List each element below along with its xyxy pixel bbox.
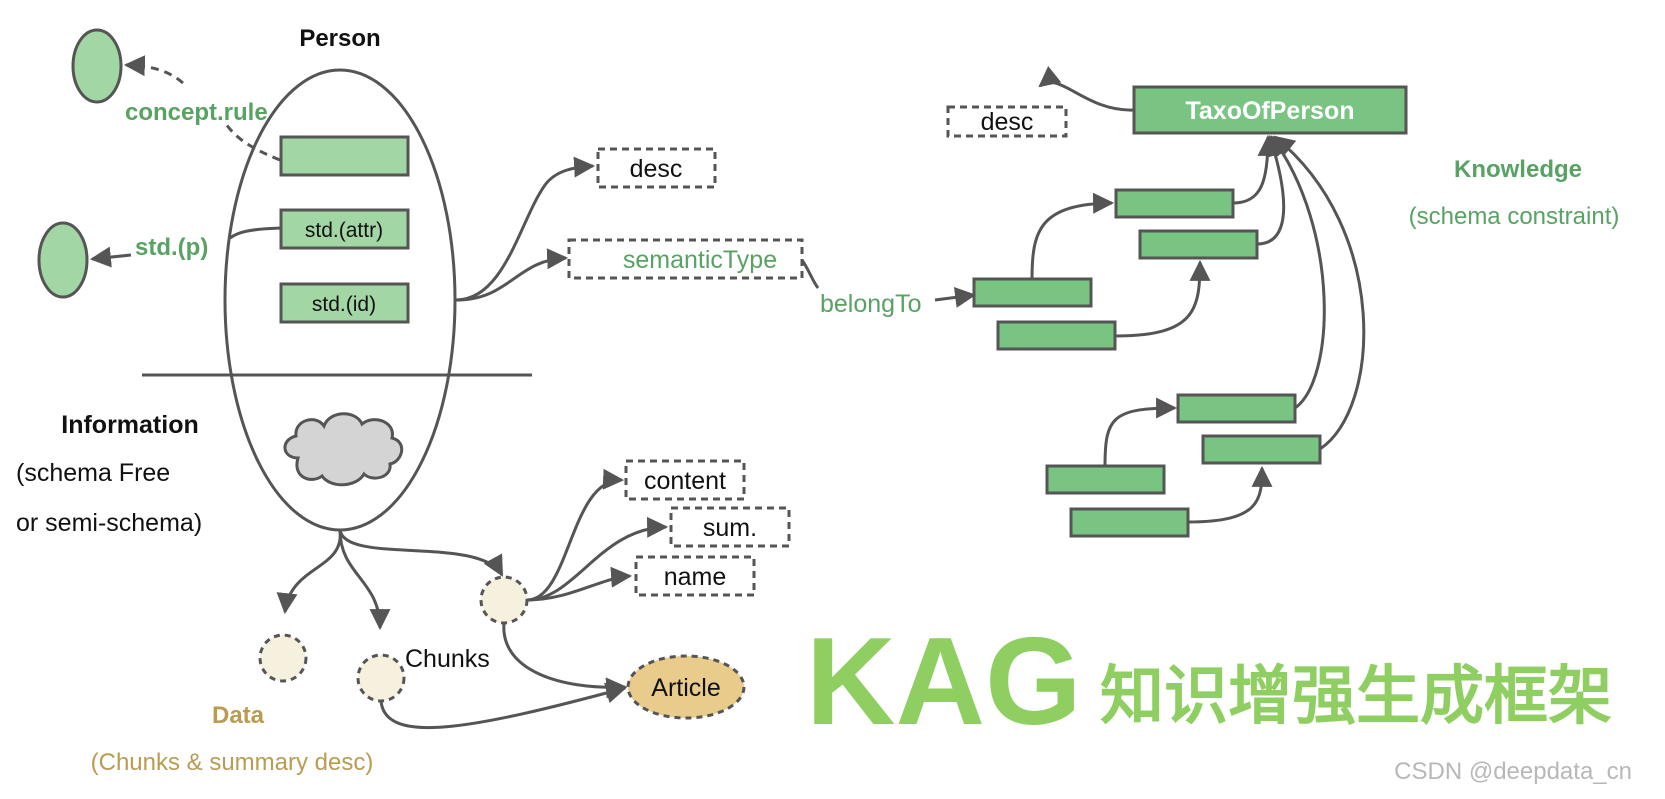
data-node-chunks bbox=[356, 653, 406, 703]
article-arrow-top bbox=[502, 622, 628, 699]
std-p-node bbox=[37, 221, 89, 299]
knowledge-subtitle: (schema constraint) bbox=[1409, 203, 1620, 230]
data-title: Data bbox=[212, 702, 265, 729]
taxo-node-e bbox=[1176, 393, 1297, 424]
edge-e-taxo bbox=[1270, 135, 1326, 410]
watermark: CSDN @deepdata_cn bbox=[1394, 758, 1632, 785]
edge-f-taxo bbox=[1273, 135, 1366, 451]
information-title: Information bbox=[61, 411, 199, 439]
information-line1: (schema Free bbox=[16, 459, 170, 487]
taxo-node-c bbox=[972, 277, 1093, 308]
data-node-right bbox=[479, 575, 529, 625]
taxo-label: TaxoOfPerson bbox=[1185, 97, 1354, 125]
edge-g-e bbox=[1103, 397, 1178, 467]
knowledge-title: Knowledge bbox=[1454, 156, 1582, 183]
knowledge-desc-label: desc bbox=[981, 108, 1034, 136]
desc-box bbox=[596, 147, 717, 189]
content-box bbox=[624, 459, 746, 501]
semantic-arrow bbox=[455, 248, 569, 302]
sum-box bbox=[669, 506, 791, 548]
concept-arrow bbox=[123, 55, 184, 85]
concept-node bbox=[71, 28, 123, 104]
concept-rule-label: concept.rule bbox=[125, 99, 268, 126]
knowledge-desc-box bbox=[946, 105, 1068, 138]
concept-rule-box bbox=[279, 135, 410, 177]
name-box bbox=[634, 555, 756, 597]
content-label: content bbox=[644, 467, 726, 495]
std-p-link bbox=[229, 226, 282, 240]
banner-kag: KAG bbox=[806, 613, 1082, 751]
cloud-icon bbox=[283, 412, 404, 487]
sum-label: sum. bbox=[703, 514, 757, 542]
desc-label: desc bbox=[630, 155, 683, 183]
edge-a-taxo bbox=[1232, 134, 1279, 205]
taxo-node-g bbox=[1045, 464, 1166, 495]
information-line2: or semi-schema) bbox=[16, 509, 202, 537]
name-arrow bbox=[526, 566, 633, 602]
branch-left bbox=[276, 529, 342, 615]
std-id-label: std.(id) bbox=[312, 293, 376, 316]
banner-cn: 知识增强生成框架 bbox=[1100, 660, 1612, 732]
semantic-type-label: semanticType bbox=[623, 246, 777, 274]
semantic-type-box bbox=[567, 238, 804, 280]
std-p-label: std.(p) bbox=[135, 234, 208, 261]
taxo-node-b bbox=[1138, 229, 1259, 260]
branch-right bbox=[338, 529, 504, 577]
taxo-desc-arrow bbox=[1038, 66, 1135, 112]
name-label: name bbox=[664, 563, 727, 591]
chunks-label: Chunks bbox=[405, 645, 490, 673]
edge-b-taxo bbox=[1256, 134, 1286, 246]
edge-c-a bbox=[1030, 192, 1115, 280]
taxo-node-a bbox=[1114, 188, 1235, 219]
person-title: Person bbox=[299, 25, 380, 52]
std-id-box bbox=[279, 282, 410, 324]
sum-arrow bbox=[526, 516, 669, 602]
desc-arrow bbox=[455, 156, 596, 302]
belongto-label: belongTo bbox=[820, 290, 921, 318]
branch-mid bbox=[338, 529, 391, 631]
std-attr-label: std.(attr) bbox=[305, 219, 383, 242]
taxo-node-f bbox=[1201, 434, 1322, 465]
edge-d-b bbox=[1114, 259, 1211, 338]
belongto-arrow bbox=[934, 286, 977, 308]
belongto-link bbox=[800, 259, 820, 289]
edge-h-f bbox=[1187, 465, 1273, 524]
std-attr-box bbox=[279, 208, 410, 250]
taxo-node-d bbox=[996, 320, 1117, 351]
concept-link bbox=[224, 123, 281, 162]
taxo-node-h bbox=[1069, 507, 1190, 538]
article-label: Article bbox=[651, 674, 720, 702]
data-subtitle: (Chunks & summary desc) bbox=[91, 749, 374, 776]
article-arrow-bottom bbox=[379, 682, 628, 730]
data-node-left bbox=[258, 633, 308, 683]
std-p-arrow bbox=[89, 246, 132, 268]
content-arrow bbox=[526, 468, 625, 602]
article-node bbox=[626, 654, 746, 720]
